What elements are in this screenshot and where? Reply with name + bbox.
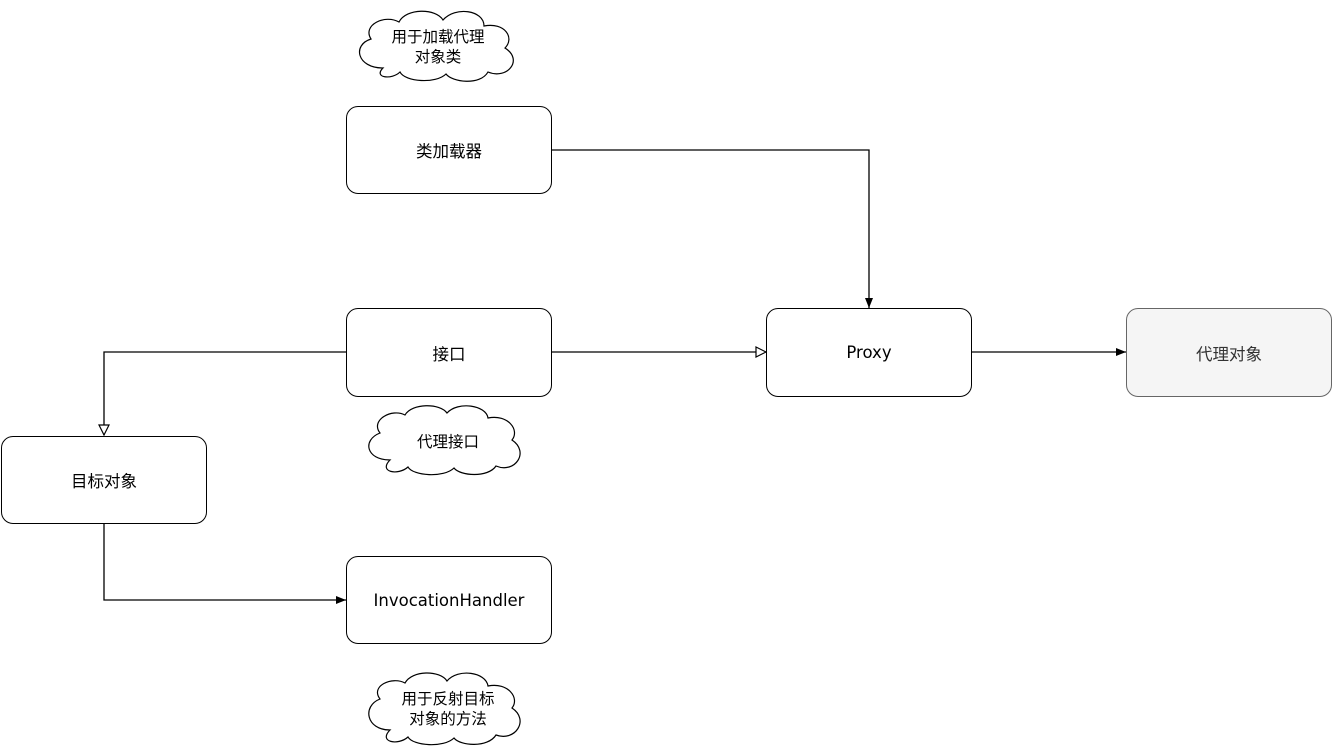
node-interface-label: 接口	[432, 344, 466, 364]
node-invocation-handler-label: InvocationHandler	[373, 590, 525, 610]
edge-classloader-to-proxy	[552, 149, 873, 308]
node-proxy[interactable]: Proxy	[766, 308, 972, 397]
node-target-object[interactable]: 目标对象	[1, 436, 207, 524]
node-class-loader-label: 类加载器	[416, 142, 482, 161]
cloud-shape-handler-note	[368, 672, 521, 746]
edge-interface-to-target	[104, 351, 346, 435]
node-proxy-label: Proxy	[846, 343, 892, 362]
node-target-object-label: 目标对象	[71, 472, 137, 491]
cloud-shape-interface-note	[368, 405, 521, 476]
node-class-loader[interactable]: 类加载器	[346, 106, 552, 194]
note-invocation-handler: 用于反射目标 对象的方法	[401, 690, 495, 728]
node-interface[interactable]: 接口	[346, 308, 552, 397]
edge-target-to-handler	[103, 524, 346, 604]
note-class-loader: 用于加载代理 对象类	[391, 28, 485, 66]
node-proxy-object[interactable]: 代理对象	[1126, 308, 1332, 397]
cloud-shape-class-loader-note	[359, 10, 514, 82]
node-proxy-object-label: 代理对象	[1196, 344, 1262, 364]
note-interface: 代理接口	[416, 433, 479, 451]
node-invocation-handler[interactable]: InvocationHandler	[346, 556, 552, 644]
